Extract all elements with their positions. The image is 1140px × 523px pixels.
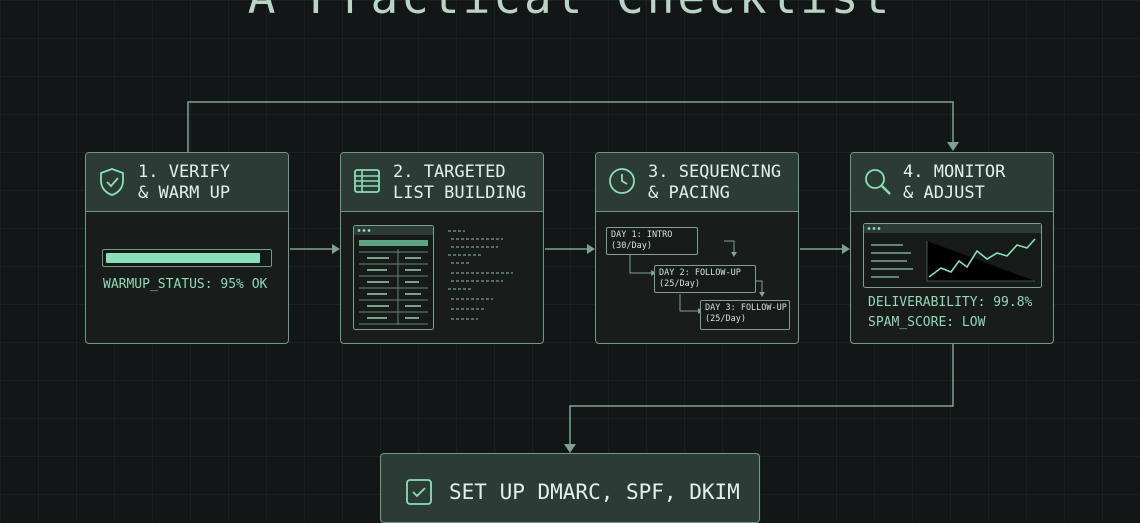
final-step-card: SET UP DMARC, SPF, DKIM <box>380 453 760 523</box>
step-title: 3. SEQUENCING & PACING <box>648 162 782 203</box>
step-header: 3. SEQUENCING & PACING <box>596 153 798 212</box>
final-step-label: SET UP DMARC, SPF, DKIM <box>449 480 740 504</box>
deliverability-stat: DELIVERABILITY: 99.8% <box>868 295 1033 310</box>
table-icon <box>354 169 380 193</box>
sequence-step: DAY 1: INTRO (30/Day) <box>606 227 698 255</box>
arrowhead-top <box>947 142 959 151</box>
step-card-verify: 1. VERIFY & WARM UP WARMUP_STATUS: 95% O… <box>85 152 289 344</box>
clock-icon <box>609 168 635 194</box>
step-header: 1. VERIFY & WARM UP <box>86 153 288 212</box>
spam-score-stat: SPAM_SCORE: LOW <box>868 315 986 330</box>
warmup-progress-fill <box>106 253 260 263</box>
step-title: 2. TARGETED LIST BUILDING <box>393 162 527 203</box>
shield-check-icon <box>100 168 124 196</box>
sequence-step: DAY 2: FOLLOW-UP (25/Day) <box>654 265 756 293</box>
loop-connector-top <box>187 101 954 152</box>
magnifier-icon <box>865 169 891 195</box>
sequence-connectors <box>629 240 765 314</box>
arrowhead-final <box>564 444 576 453</box>
flow-connectors <box>187 101 959 453</box>
checkbox-icon <box>406 479 432 505</box>
arrowhead-1-2 <box>332 244 340 254</box>
dashboard-preview-illustration <box>863 223 1042 288</box>
step-title: 1. VERIFY & WARM UP <box>138 162 231 203</box>
page-title: A Practical Checklist <box>0 0 1140 24</box>
list-preview-illustration <box>353 225 513 330</box>
step-card-list-building: 2. TARGETED LIST BUILDING <box>340 152 544 344</box>
sequence-step: DAY 3: FOLLOW-UP (25/Day) <box>700 300 790 330</box>
step-header: 4. MONITOR & ADJUST <box>851 153 1053 212</box>
connector-to-final <box>569 344 954 446</box>
step-card-sequencing: 3. SEQUENCING & PACING DAY 1: INTRO (30/… <box>595 152 799 344</box>
step-header: 2. TARGETED LIST BUILDING <box>341 153 543 212</box>
warmup-progress-bar <box>102 249 272 267</box>
step-card-monitor: 4. MONITOR & ADJUST DELIVERABILITY: 99.8… <box>850 152 1054 344</box>
arrowhead-3-4 <box>842 244 850 254</box>
warmup-status: WARMUP_STATUS: 95% OK <box>103 277 268 292</box>
arrowhead-2-3 <box>587 244 595 254</box>
step-title: 4. MONITOR & ADJUST <box>903 162 1006 203</box>
